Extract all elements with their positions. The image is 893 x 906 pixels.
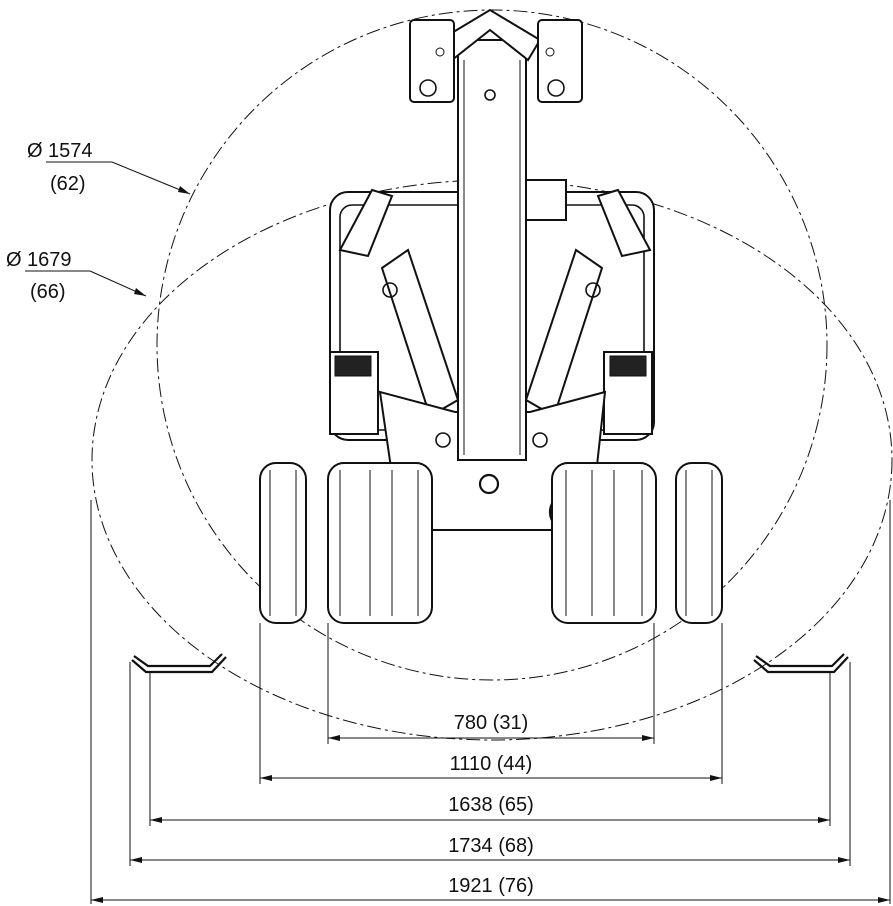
diameter-symbol-icon: Ø [6, 249, 22, 271]
dimension-780: 780 (31) [328, 712, 654, 741]
dimension-1921-label: 1921 (76) [448, 875, 534, 897]
right-outrigger-arm [596, 188, 652, 258]
left-outrigger-arm [338, 188, 394, 258]
right-outrigger-pad [753, 653, 849, 674]
dimension-1638: 1638 (65) [150, 794, 830, 823]
dimension-1110: 1110 (44) [260, 753, 722, 781]
dimension-1734-label: 1734 (68) [448, 835, 534, 857]
left-outer-wheel [259, 462, 307, 624]
diameter-1574-value: 1574 [48, 140, 93, 162]
dimension-780-label: 780 (31) [454, 712, 529, 734]
boom-mast [457, 39, 527, 461]
diameter-symbol-icon: Ø [27, 140, 43, 162]
dimension-1110-label: 1110 (44) [450, 753, 533, 775]
diameter-1679-imperial: (66) [30, 281, 66, 303]
left-outrigger-pad [131, 653, 227, 674]
diameter-1574-callout: Ø 1574 (62) [27, 140, 191, 195]
diameter-1679-callout: Ø 1679 (66) [6, 249, 147, 303]
right-inner-wheel [551, 462, 657, 624]
machine-body [329, 8, 655, 532]
valve-block [525, 179, 567, 221]
right-head-block [537, 19, 583, 103]
wheels [259, 462, 723, 624]
right-outer-wheel [675, 462, 723, 624]
diameter-1679-value: 1679 [27, 249, 72, 271]
turning-circle-1679 [91, 179, 893, 741]
extension-lines [90, 500, 891, 904]
diameter-callouts: Ø 1574 (62) Ø 1679 (66) [6, 140, 191, 303]
dimension-1734: 1734 (68) [130, 835, 850, 863]
diameter-1574-imperial: (62) [50, 173, 86, 195]
outrigger-pads [131, 653, 849, 674]
left-inner-wheel [327, 462, 433, 624]
turning-circle-1574 [156, 9, 828, 681]
left-head-block [409, 19, 455, 103]
dimension-1921: 1921 (76) [91, 875, 890, 903]
turning-circles [91, 9, 893, 741]
dimension-1638-label: 1638 (65) [448, 794, 534, 816]
width-dimensions: 780 (31) 1110 (44) 1638 (65) 1734 (68) 1… [91, 712, 890, 903]
